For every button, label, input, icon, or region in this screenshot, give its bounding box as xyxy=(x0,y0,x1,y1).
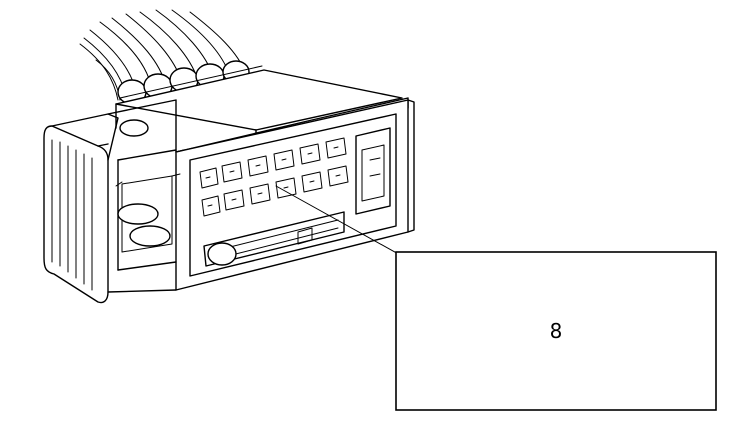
callout-label: 8 xyxy=(550,319,563,343)
callout: 8 xyxy=(395,251,717,411)
locking-rail xyxy=(203,211,345,267)
mating-shroud xyxy=(43,99,181,304)
callout-box xyxy=(395,251,717,411)
side-recess xyxy=(355,127,391,215)
terminal-cavities xyxy=(199,137,349,217)
callout-leader-line xyxy=(275,185,403,257)
wire-bundle xyxy=(79,9,247,101)
